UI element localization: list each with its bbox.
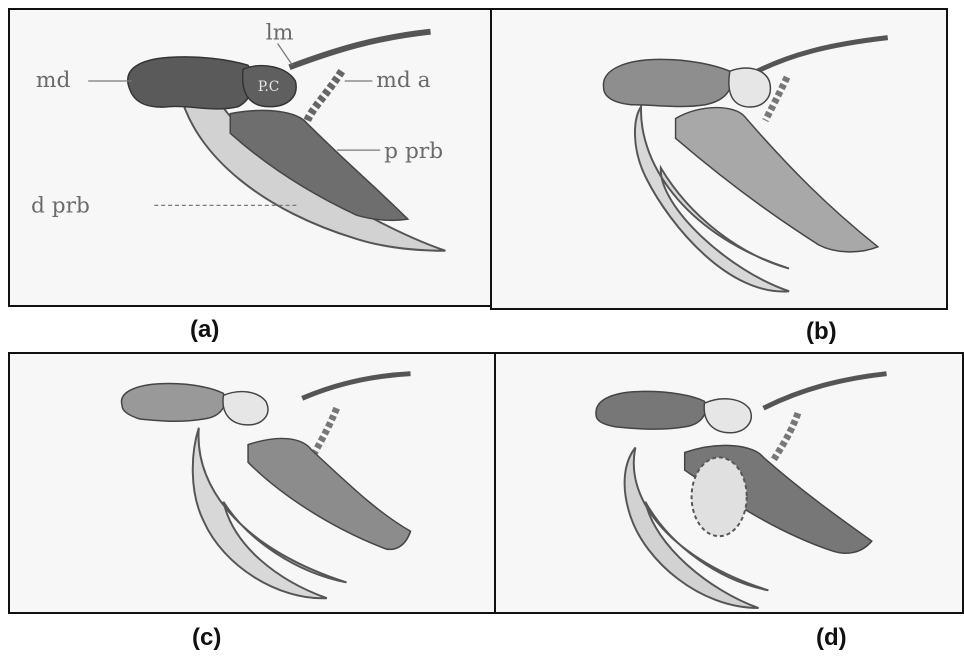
pprb-label: p prb (384, 139, 443, 164)
caption-d: (d) (816, 624, 847, 652)
lm-label: lm (266, 21, 294, 46)
panel-d (494, 352, 964, 614)
mouthpart-diagram-d (496, 354, 962, 612)
lm-leader (278, 44, 293, 66)
caption-b: (b) (806, 318, 837, 346)
pc-label: P.C (258, 79, 279, 95)
mda-label: md a (376, 68, 430, 93)
mouthpart-diagram-b (492, 10, 946, 308)
caption-a: (a) (190, 316, 219, 344)
panel-b (490, 8, 948, 310)
mouthpart-diagram-c (10, 354, 494, 612)
mouthpart-diagram-a: P.C lm md md a p prb d prb (10, 10, 490, 305)
panel-c (8, 352, 496, 614)
dprb-label: d prb (31, 193, 90, 218)
panel-a: P.C lm md md a p prb d prb (8, 8, 492, 307)
md-label: md (36, 68, 71, 93)
caption-c: (c) (192, 624, 221, 652)
